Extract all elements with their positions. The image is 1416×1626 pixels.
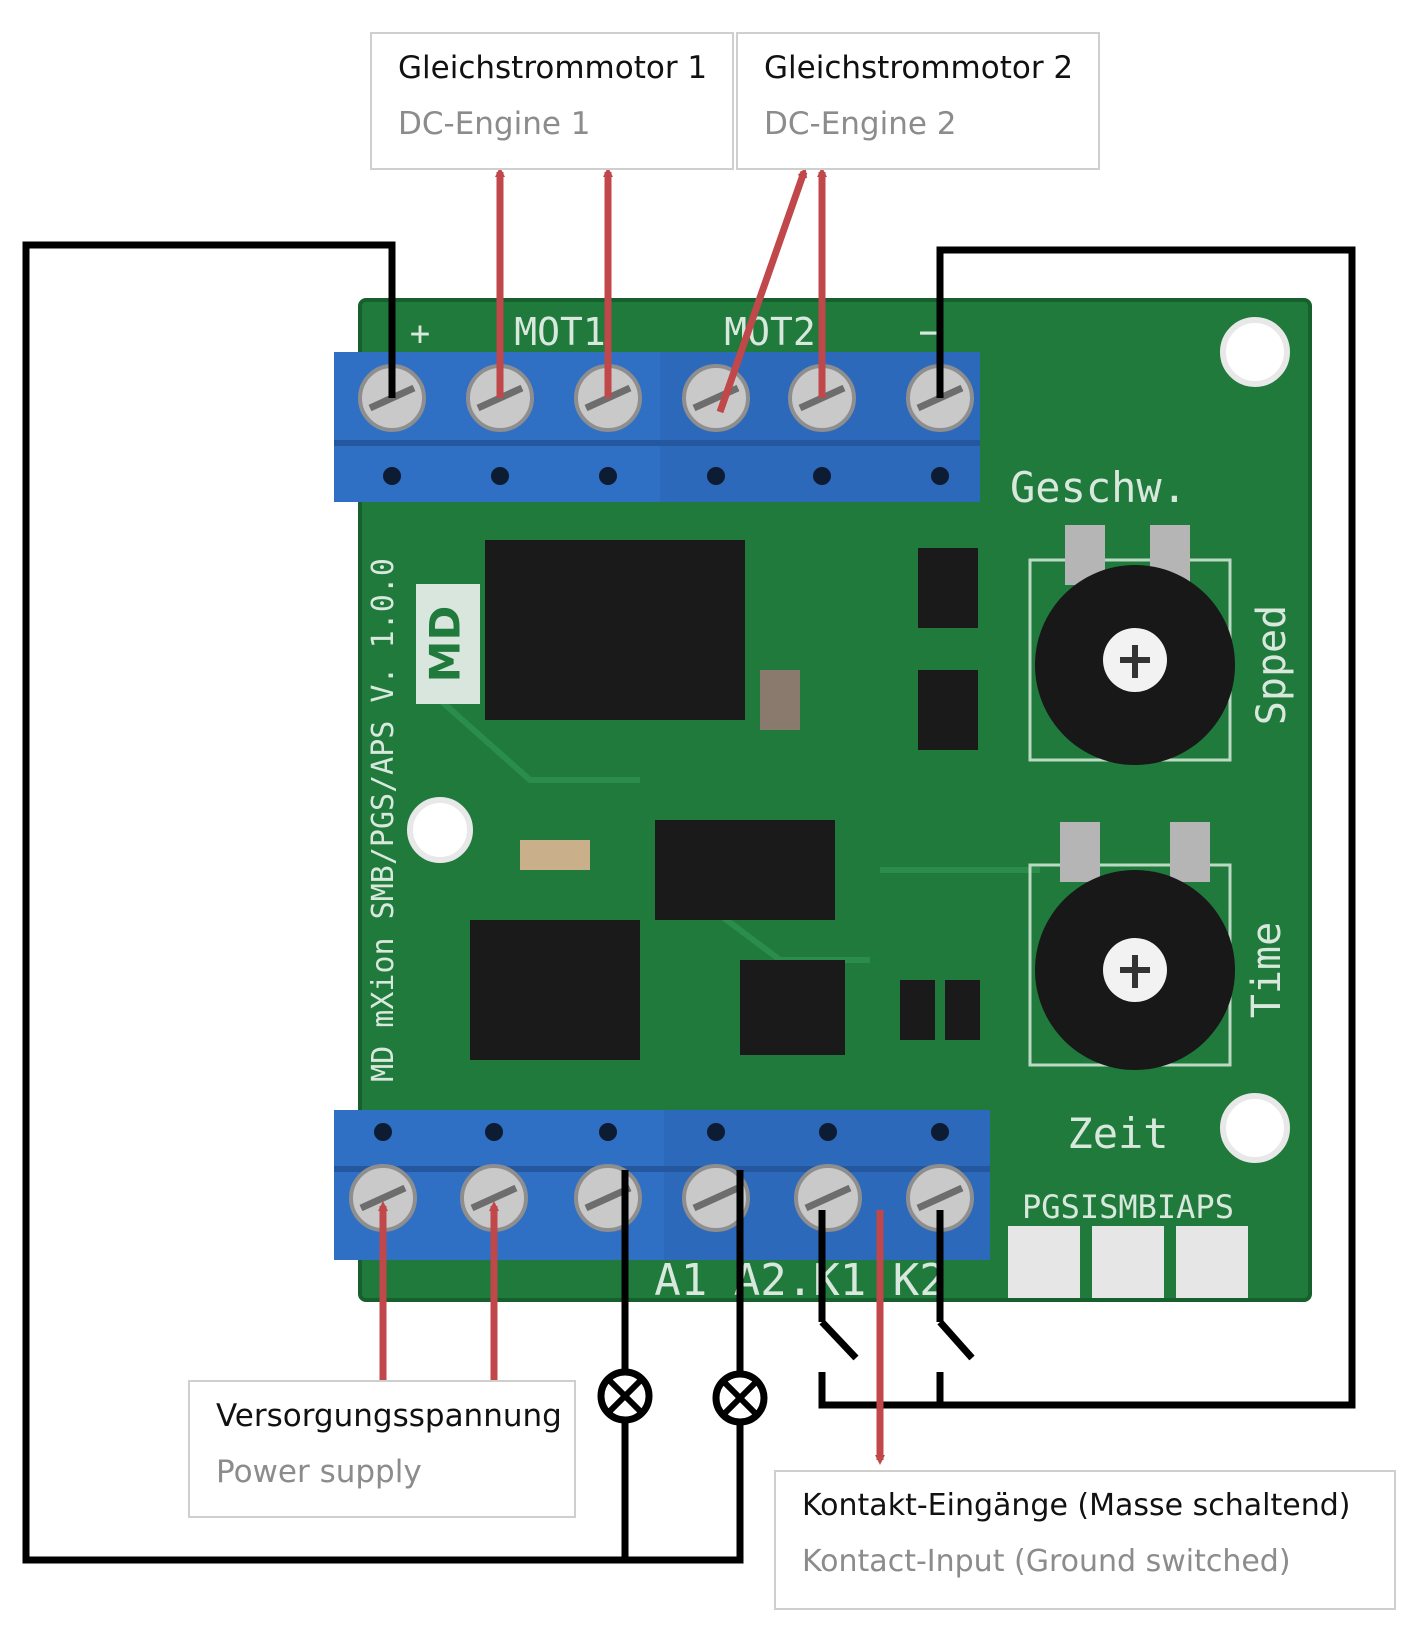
silk-mot2: MOT2 [724,310,816,354]
controller-ic [655,820,835,920]
mounting-hole [1220,317,1290,387]
silk-minus: − [919,310,942,354]
contact-label-box: Kontakt-Eingänge (Masse schaltend) Konta… [774,1470,1396,1610]
diode [918,670,978,750]
lamp-a1 [597,1368,653,1424]
bottom-terminal-wire-hole [931,1123,949,1141]
ground-return-wire [818,246,1356,1409]
silk-spped: Spped [1249,605,1295,725]
transistor [945,980,980,1040]
md-logo-text: MD [421,606,470,683]
silk-bottom-terminals: A1 A2.K1 K2 [654,1255,945,1306]
motor1-label-box: Gleichstrommotor 1 DC-Engine 1 [370,32,734,170]
bottom-terminal-screw-slot [692,1184,740,1212]
top-terminal-wire-hole [383,467,401,485]
mode-pad-aps[interactable] [1176,1226,1248,1298]
diode [918,548,978,628]
bottom-terminal-wire-hole [374,1123,392,1141]
motor1-label-de: Gleichstrommotor 1 [398,50,708,86]
bottom-terminal-screw-slot [916,1184,964,1212]
bottom-terminal-screw-slot [359,1184,407,1212]
motor1-label-en: DC-Engine 1 [398,106,591,142]
lamp-a2 [712,1370,768,1426]
md-logo [416,584,480,704]
power-label-de: Versorgungsspannung [216,1398,562,1434]
mounting-hole [407,797,473,863]
silk-zeit: Zeit [1067,1109,1168,1158]
power-label-en: Power supply [216,1454,422,1490]
small-ic [740,960,845,1055]
motor-driver-ic [485,540,745,720]
contact-label-en: Kontact-Input (Ground switched) [802,1544,1291,1579]
power-loop-wire [22,241,744,1564]
mode-pad-smb[interactable] [1092,1226,1164,1298]
transistor [900,980,935,1040]
bottom-terminal-screw-slot [470,1184,518,1212]
bottom-terminal-block [334,1110,990,1260]
power-label-box: Versorgungsspannung Power supply [188,1380,576,1518]
bottom-terminal-screw-slot [804,1184,852,1212]
bottom-terminal-wire-hole [485,1123,503,1141]
rectifier [470,920,640,1060]
contact-switch-k1[interactable] [818,1210,859,1361]
bottom-terminal-wire-hole [707,1123,725,1141]
bottom-terminal-wire-hole [599,1123,617,1141]
arrow-mot2-a [716,167,808,414]
silk-time: Time [1244,922,1290,1018]
silk-mode-pads: PGSISMBIAPS [1022,1188,1234,1226]
top-terminal-wire-hole [491,467,509,485]
silk-plus: + [410,314,430,354]
silk-geschw: Geschw. [1010,463,1187,512]
red-arrows [378,167,885,1465]
top-terminal-block [334,352,980,502]
time-potentiometer[interactable] [1028,822,1235,1070]
top-terminal-wire-hole [599,467,617,485]
mounting-hole [1220,1093,1290,1163]
mode-pad-pgs[interactable] [1008,1226,1080,1298]
bottom-terminal-wire-hole [819,1123,837,1141]
motor2-label-box: Gleichstrommotor 2 DC-Engine 2 [736,32,1100,170]
motor2-label-de: Gleichstrommotor 2 [764,50,1074,86]
top-terminal-wire-hole [707,467,725,485]
contact-switch-k2[interactable] [936,1210,975,1361]
speed-potentiometer[interactable] [1028,525,1235,765]
silk-product: MD mXion SMB/PGS/APS V. 1.0.0 [366,558,401,1082]
motor2-label-en: DC-Engine 2 [764,106,957,142]
silk-mot1: MOT1 [514,310,606,354]
top-terminal-wire-hole [931,467,949,485]
resistor [760,670,800,730]
top-terminal-wire-hole [813,467,831,485]
capacitor [520,840,590,870]
contact-label-de: Kontakt-Eingänge (Masse schaltend) [802,1488,1351,1523]
